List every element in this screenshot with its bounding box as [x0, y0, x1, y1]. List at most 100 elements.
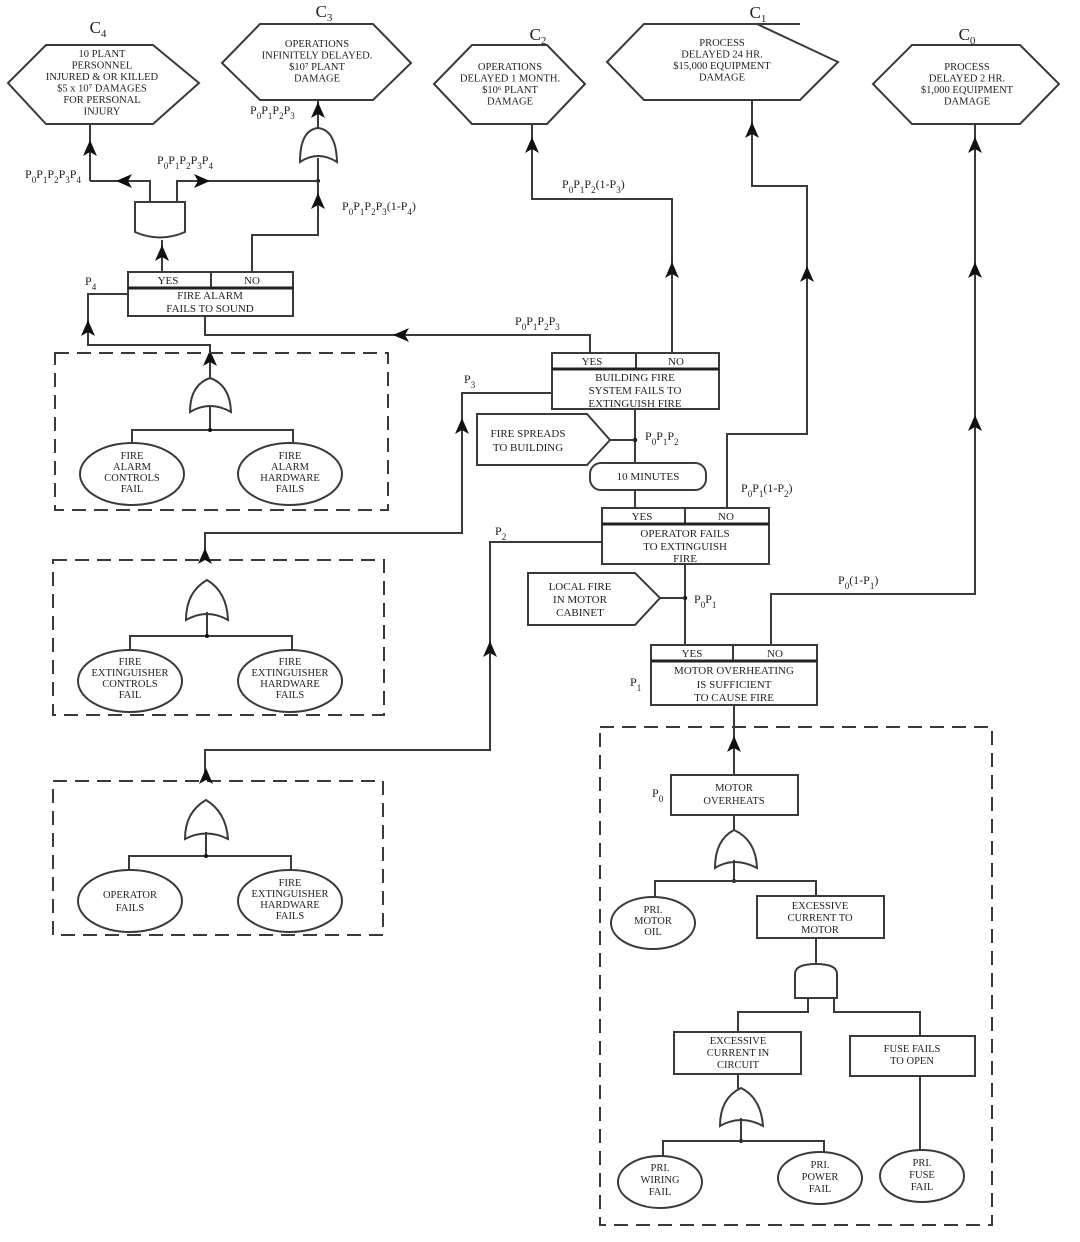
c3-label: C3 [316, 2, 333, 24]
text-line: HARDWARE [260, 679, 320, 690]
text-line: DELAYED 2 HR. [929, 74, 1005, 85]
fire-alarm-line1: FIRE ALARM [177, 290, 243, 302]
text-line: INFINITELY DELAYED. [262, 51, 373, 62]
text-line: PERSONNEL [72, 61, 133, 72]
text-line: OPERATOR [103, 890, 157, 901]
local-fire-line2: IN MOTOR [553, 594, 608, 606]
building-no: NO [668, 356, 684, 368]
motor-line3: TO CAUSE FIRE [694, 692, 774, 704]
text-line: PRI. [811, 1160, 830, 1171]
text-line: 10 PLANT [79, 49, 127, 60]
fire-spreads-line1: FIRE SPREADS [491, 428, 566, 440]
c4-label: C4 [90, 18, 107, 40]
text-line: OVERHEATS [703, 796, 764, 807]
c0-hexagon [871, 44, 1061, 125]
c1-hexagon [605, 23, 840, 101]
text-line: EXCESSIVE [710, 1036, 767, 1047]
text-line: PROCESS [944, 62, 990, 73]
text-line: $15,000 EQUIPMENT [673, 61, 771, 72]
text-line: FAILS [116, 903, 145, 914]
text-line: FIRE [279, 878, 302, 889]
text-line: OIL [644, 927, 662, 938]
label-c4-and-right: P0P1P2P3P4 [157, 153, 213, 171]
and-gate-alarm [134, 201, 186, 239]
delay-label: 10 MINUTES [617, 471, 680, 483]
text-line: MOTOR [634, 916, 672, 927]
local-fire-line1: LOCAL FIRE [549, 581, 612, 593]
c4-c3-logic: P0P1P2P3P4 P0P1P2P3P4 P0P1P2P3 P0P1P2P3(… [25, 100, 416, 272]
text-line: DELAYED 1 MONTH. [460, 74, 560, 85]
text-line: FIRE [121, 451, 144, 462]
or-gate-c3 [298, 126, 339, 164]
decision-building-system: YES NO BUILDING FIRE SYSTEM FAILS TO EXT… [551, 352, 720, 410]
label-local-fire: P0P1 [694, 592, 716, 610]
text-line: FAILS [276, 484, 305, 495]
text-line: HARDWARE [260, 900, 320, 911]
c3-hexagon [220, 23, 413, 101]
label-p2: P2 [495, 524, 506, 542]
text-line: ALARM [113, 462, 152, 473]
motor-yes: YES [682, 648, 703, 660]
operator-line3: FIRE [673, 553, 697, 565]
text-line: FAIL [649, 1187, 672, 1198]
local-fire-line3: CABINET [556, 607, 604, 619]
text-line: DAMAGE [699, 73, 745, 84]
label-fire-spreads: P0P1P2 [645, 429, 679, 447]
fire-alarm-no: NO [244, 275, 260, 287]
fire-spreads-line2: TO BUILDING [493, 442, 563, 454]
arrow-to-c3 [311, 102, 325, 118]
text-line: PRI. [651, 1163, 670, 1174]
or-gate-motor [713, 828, 759, 870]
text-line: HARDWARE [260, 473, 320, 484]
label-p3: P3 [464, 372, 476, 390]
fire-alarm-yes: YES [158, 275, 179, 287]
label-c3-no-branch: P0P1P2P3(1-P4) [342, 199, 416, 217]
decision-operator: YES NO OPERATOR FAILS TO EXTINGUISH FIRE [601, 507, 770, 565]
c4-hexagon [6, 44, 201, 125]
arrow-to-c4 [83, 140, 97, 156]
c0-label: C0 [959, 25, 976, 47]
operator-line1: OPERATOR FAILS [640, 528, 729, 540]
and-gate-motor [794, 962, 838, 999]
c1-label: C1 [750, 3, 767, 25]
label-building-yes: P0P1P2P3 [515, 314, 560, 332]
fault-tree-operator: OPERATOR FAILS FIREEXTINGUISHERHARDWAREFA… [52, 768, 384, 936]
text-line: $10⁶ PLANT [482, 85, 538, 96]
text-line: CIRCUIT [717, 1060, 760, 1071]
text-line: OPERATIONS [285, 39, 349, 50]
decision-fire-alarm: YES NO FIRE ALARM FAILS TO SOUND [127, 271, 294, 317]
c2-hexagon [432, 44, 587, 125]
building-line3: EXTINGUISH FIRE [588, 398, 681, 410]
building-line2: SYSTEM FAILS TO [589, 385, 682, 397]
fire-alarm-line2: FAILS TO SOUND [166, 303, 253, 315]
motor-no: NO [767, 648, 783, 660]
text-line: FOR PERSONAL [63, 95, 140, 106]
label-c4-path: P0P1P2P3P4 [25, 167, 81, 185]
text-line: DAMAGE [294, 74, 340, 85]
text-line: PRI. [913, 1158, 932, 1169]
text-line: CONTROLS [102, 679, 158, 690]
label-c0-path: P0(1-P1) [838, 573, 878, 591]
text-line: DAMAGE [944, 97, 990, 108]
text-line: FAIL [119, 690, 142, 701]
text-line: POWER [802, 1172, 839, 1183]
text-line: FIRE [279, 657, 302, 668]
condition-fire-spreads: FIRE SPREADS TO BUILDING [476, 413, 612, 466]
